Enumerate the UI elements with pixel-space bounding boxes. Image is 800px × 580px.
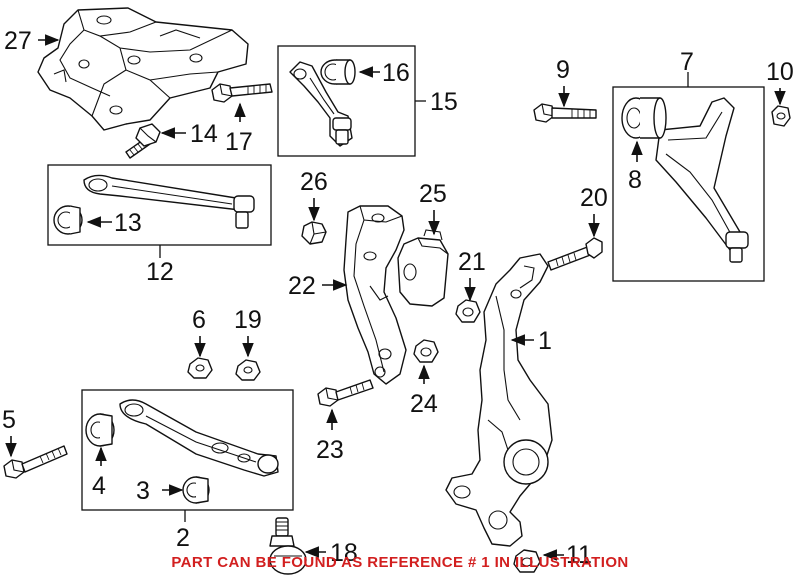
- callout-23: 23: [316, 436, 344, 464]
- bracket-22-part: [343, 205, 407, 385]
- callout-9: 9: [556, 56, 570, 84]
- bolt-23-part: [317, 379, 374, 407]
- callout-13: 13: [114, 209, 142, 237]
- callout-14: 14: [190, 120, 218, 148]
- bolt-5-part: [3, 445, 68, 479]
- callout-24: 24: [410, 390, 438, 418]
- bolt-14-part: [125, 123, 161, 159]
- bolt-20-part: [547, 237, 603, 271]
- callout-4: 4: [92, 472, 106, 500]
- callout-6: 6: [192, 306, 206, 334]
- nut-21-part: [455, 299, 481, 323]
- bushing-16-part: [320, 59, 356, 85]
- ball-joint-18-part: [269, 517, 307, 575]
- link-arm-part: [289, 61, 353, 147]
- bolt-9-part: [533, 103, 597, 123]
- callout-11: 11: [566, 541, 592, 569]
- bushing-4-part: [85, 413, 115, 447]
- pad-25-part: [397, 229, 449, 307]
- callout-21: 21: [458, 248, 486, 276]
- callout-8: 8: [628, 166, 642, 194]
- callout-26: 26: [300, 168, 328, 196]
- bushing-3-part: [182, 476, 210, 504]
- bushing-8-part: [621, 97, 667, 139]
- callout-1: 1: [538, 327, 552, 355]
- nut-26-part: [301, 221, 327, 245]
- callout-19: 19: [234, 306, 262, 334]
- nut-24-part: [413, 339, 439, 363]
- callout-17: 17: [225, 128, 253, 156]
- reference-note: PART CAN BE FOUND AS REFERENCE # 1 IN IL…: [171, 554, 629, 571]
- nut-19-part: [235, 359, 261, 381]
- callout-7: 7: [680, 48, 694, 76]
- callout-20: 20: [580, 184, 608, 212]
- upper-link-part: [83, 174, 255, 229]
- nut-11-part: [513, 549, 541, 573]
- upper-arm-part: [655, 97, 749, 263]
- callout-22: 22: [288, 272, 316, 300]
- subframe-part: [37, 7, 249, 131]
- callout-18: 18: [330, 539, 358, 567]
- callout-10: 10: [766, 58, 794, 86]
- callout-3: 3: [136, 477, 150, 505]
- callout-15: 15: [430, 88, 458, 116]
- callout-16: 16: [382, 59, 410, 87]
- callout-5: 5: [2, 406, 16, 434]
- lower-arm-part: [119, 399, 279, 477]
- bushing-13-part: [53, 205, 83, 235]
- knuckle-part: [445, 253, 553, 547]
- nut-10-part: [771, 105, 791, 127]
- box-2: [81, 389, 294, 511]
- nut-6-part: [187, 357, 213, 379]
- bolt-17-part: [211, 83, 273, 103]
- callout-12: 12: [146, 258, 174, 286]
- callout-27: 27: [4, 27, 32, 55]
- callout-2: 2: [176, 524, 190, 552]
- callout-25: 25: [419, 180, 447, 208]
